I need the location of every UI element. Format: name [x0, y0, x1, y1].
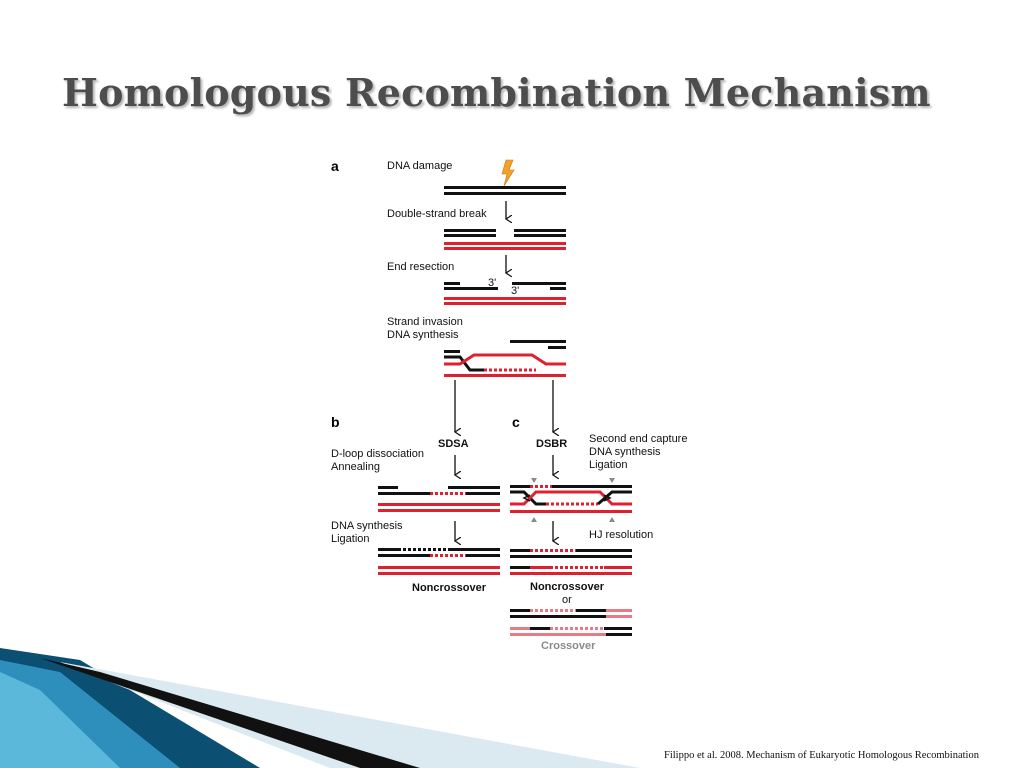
label-ligation-b: Ligation: [331, 533, 370, 545]
sdsa-annealed: [378, 486, 500, 512]
label-ligation-c: Ligation: [589, 459, 628, 471]
dna-end-resection: [444, 282, 566, 305]
label-noncrossover-b: Noncrossover: [412, 582, 487, 594]
label-three-prime-bottom: 3': [511, 285, 519, 297]
dsbr-crossover-product: [510, 609, 632, 636]
label-sdsa: SDSA: [438, 438, 469, 450]
dna-duplex-intact: [444, 186, 566, 195]
label-dloop-dissociation: D-loop dissociation: [331, 448, 424, 460]
dsbr-double-holliday-junction: [510, 485, 632, 513]
label-three-prime-top: 3': [488, 277, 496, 289]
dsbr-noncrossover-product: [510, 549, 632, 575]
panel-label-b: b: [331, 414, 340, 430]
dna-double-strand-break: [444, 229, 566, 250]
arrowhead-triangle-icon: [609, 517, 615, 522]
label-hj-resolution: HJ resolution: [589, 529, 653, 541]
label-noncrossover-c: Noncrossover: [530, 581, 605, 593]
label-strand-invasion: Strand invasion: [387, 316, 463, 328]
arrowhead-triangle-icon: [609, 478, 615, 483]
label-crossover: Crossover: [541, 640, 596, 652]
decorative-swoosh: [0, 648, 640, 768]
dna-strand-invasion: [444, 340, 566, 377]
label-double-strand-break: Double-strand break: [387, 208, 487, 220]
label-dna-synthesis-c: DNA synthesis: [589, 446, 661, 458]
label-dsbr: DSBR: [536, 438, 567, 450]
label-dna-synthesis-a: DNA synthesis: [387, 329, 459, 341]
arrowhead-triangle-icon: [531, 478, 537, 483]
slide-title: Homologous Recombination Mechanism: [62, 70, 931, 115]
label-or: or: [562, 594, 572, 606]
panel-label-a: a: [331, 158, 339, 174]
label-second-end-capture: Second end capture: [589, 433, 687, 445]
citation: Filippo et al. 2008. Mechanism of Eukary…: [664, 750, 979, 761]
label-annealing: Annealing: [331, 461, 380, 473]
lightning-icon: [501, 159, 515, 187]
label-end-resection: End resection: [387, 261, 454, 273]
arrowhead-triangle-icon: [531, 517, 537, 522]
label-dna-synthesis-b: DNA synthesis: [331, 520, 403, 532]
panel-label-c: c: [512, 414, 520, 430]
label-dna-damage: DNA damage: [387, 160, 452, 172]
sdsa-noncrossover-product: [378, 548, 500, 575]
